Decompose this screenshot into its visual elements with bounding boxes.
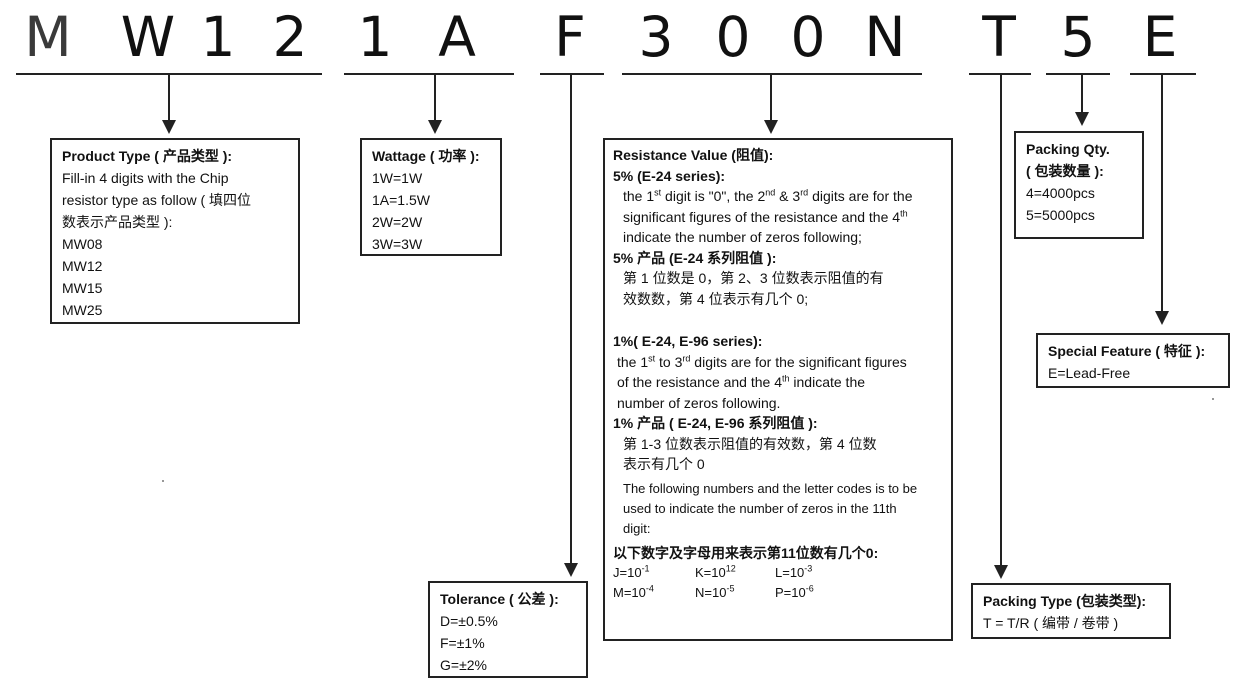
wattage-box: Wattage ( 功率 ): 1W=1W 1A=1.5W 2W=2W 3W=3… xyxy=(360,138,502,256)
zero-code: L=10-3 xyxy=(775,563,813,580)
codes-intro-line: digit: xyxy=(623,520,651,536)
underline-resistance xyxy=(622,73,922,75)
part-number-char: 3 xyxy=(638,5,674,69)
arrow-wattage xyxy=(428,120,442,134)
e24-cn-line: 第 1 位数是 0，第 2、3 位数表示阻值的有 xyxy=(623,270,884,286)
underline-special-feature xyxy=(1130,73,1196,75)
product-type-option: MW08 xyxy=(62,236,103,252)
part-number-char: M xyxy=(24,5,72,69)
part-number-char: 5 xyxy=(1060,5,1096,69)
packing-qty-title: ( 包装数量 ): xyxy=(1026,163,1104,179)
packing-type-box: Packing Type (包装类型): T = T/R ( 编带 / 卷带 ) xyxy=(971,583,1171,639)
wattage-option: 2W=2W xyxy=(372,214,423,230)
packing-qty-option: 5=5000pcs xyxy=(1026,207,1095,223)
wattage-option: 3W=3W xyxy=(372,236,423,252)
part-number-char: A xyxy=(438,5,476,69)
zero-code: P=10-6 xyxy=(775,583,814,600)
resistance-box: Resistance Value (阻值): 5% (E-24 series):… xyxy=(603,138,953,641)
part-number-char: E xyxy=(1142,5,1178,69)
underline-tolerance xyxy=(540,73,604,75)
zero-code: M=10-4 xyxy=(613,583,654,600)
e96-cn-header: 1% 产品 ( E-24, E-96 系列阻值 ): xyxy=(613,415,818,431)
connector-resistance xyxy=(770,75,772,122)
e24-desc-line: the 1st digit is "0", the 2nd & 3rd digi… xyxy=(623,187,913,204)
tolerance-option: G=±2% xyxy=(440,657,487,673)
part-number-char: W xyxy=(120,5,176,69)
part-number-char: F xyxy=(554,5,586,69)
product-type-line: Fill-in 4 digits with the Chip xyxy=(62,170,229,186)
tolerance-box: Tolerance ( 公差 ): D=±0.5% F=±1% G=±2% xyxy=(428,581,588,678)
packing-qty-option: 4=4000pcs xyxy=(1026,185,1095,201)
arrow-tolerance xyxy=(564,563,578,577)
connector-packing-type xyxy=(1000,75,1002,567)
special-feature-box: Special Feature ( 特征 ): E=Lead-Free xyxy=(1036,333,1230,388)
packing-type-option: T = T/R ( 编带 / 卷带 ) xyxy=(983,615,1119,631)
arrow-special-feature xyxy=(1155,311,1169,325)
underline-wattage xyxy=(344,73,514,75)
special-feature-option: E=Lead-Free xyxy=(1048,365,1131,381)
e24-cn-line: 效数数，第 4 位表示有几个 0; xyxy=(623,290,809,307)
tolerance-option: D=±0.5% xyxy=(440,613,498,629)
zero-code: J=10-1 xyxy=(613,563,650,580)
zero-codes-table: J=10-1 K=1012 L=10-3 M=10-4 N=10-5 P=10-… xyxy=(613,563,945,603)
product-type-option: MW25 xyxy=(62,302,103,318)
part-number-char: 0 xyxy=(790,5,826,69)
connector-packing-qty xyxy=(1081,75,1083,114)
e96-desc-line: the 1st to 3rd digits are for the signif… xyxy=(617,352,907,370)
tolerance-title: Tolerance ( 公差 ): xyxy=(440,591,559,607)
zero-code: N=10-5 xyxy=(695,583,735,600)
packing-qty-box: Packing Qty. ( 包装数量 ): 4=4000pcs 5=5000p… xyxy=(1014,131,1144,239)
e96-header: 1%( E-24, E-96 series): xyxy=(613,333,763,349)
wattage-option: 1W=1W xyxy=(372,170,423,186)
e96-desc-line: of the resistance and the 4th indicate t… xyxy=(617,373,866,390)
e24-desc-line: significant figures of the resistance an… xyxy=(623,207,908,225)
arrow-packing-type xyxy=(994,565,1008,579)
connector-tolerance xyxy=(570,75,572,565)
zero-code: K=1012 xyxy=(695,563,736,580)
product-type-box: Product Type ( 产品类型 ): Fill-in 4 digits … xyxy=(50,138,300,324)
part-number-char: 1 xyxy=(357,5,393,69)
connector-wattage xyxy=(434,75,436,122)
scan-speck xyxy=(162,480,164,482)
resistance-title: Resistance Value (阻值): xyxy=(613,147,774,163)
packing-type-title: Packing Type (包装类型): xyxy=(983,593,1147,609)
codes-intro-line: The following numbers and the letter cod… xyxy=(623,480,918,496)
e24-desc-line: indicate the number of zeros following; xyxy=(623,229,862,245)
part-number-char: N xyxy=(864,5,906,69)
arrow-resistance xyxy=(764,120,778,134)
special-feature-title: Special Feature ( 特征 ): xyxy=(1048,343,1206,359)
e96-cn-line: 第 1-3 位数表示阻值的有效数，第 4 位数 xyxy=(623,435,877,452)
packing-qty-title: Packing Qty. xyxy=(1026,141,1110,157)
codes-intro-line: used to indicate the number of zeros in … xyxy=(623,500,897,516)
e96-desc-line: number of zeros following. xyxy=(617,394,781,411)
part-number-char: 1 xyxy=(200,5,236,69)
part-number-char: T xyxy=(982,5,1016,69)
arrow-packing-qty xyxy=(1075,112,1089,126)
product-type-option: MW15 xyxy=(62,280,103,296)
underline-product-type xyxy=(16,73,322,75)
part-number-char: 0 xyxy=(715,5,751,69)
part-number-char: 2 xyxy=(272,5,308,69)
product-type-line: resistor type as follow ( 填四位 xyxy=(62,192,252,208)
e96-cn-line: 表示有几个 0 xyxy=(623,456,705,472)
wattage-option: 1A=1.5W xyxy=(372,192,430,208)
underline-packing-type xyxy=(969,73,1031,75)
codes-cn-header: 以下数字及字母用来表示第11位数有几个0: xyxy=(613,544,879,561)
e24-cn-header: 5% 产品 (E-24 系列阻值 ): xyxy=(613,249,777,266)
product-type-title: Product Type ( 产品类型 ): xyxy=(62,148,233,164)
underline-packing-qty xyxy=(1046,73,1110,75)
wattage-title: Wattage ( 功率 ): xyxy=(372,148,480,164)
tolerance-option: F=±1% xyxy=(440,635,485,651)
connector-special-feature xyxy=(1161,75,1163,313)
product-type-line: 数表示产品类型 ): xyxy=(62,214,173,230)
arrow-product-type xyxy=(162,120,176,134)
connector-product-type xyxy=(168,75,170,122)
product-type-option: MW12 xyxy=(62,258,103,274)
e24-header: 5% (E-24 series): xyxy=(613,167,726,184)
scan-speck xyxy=(1212,398,1214,400)
